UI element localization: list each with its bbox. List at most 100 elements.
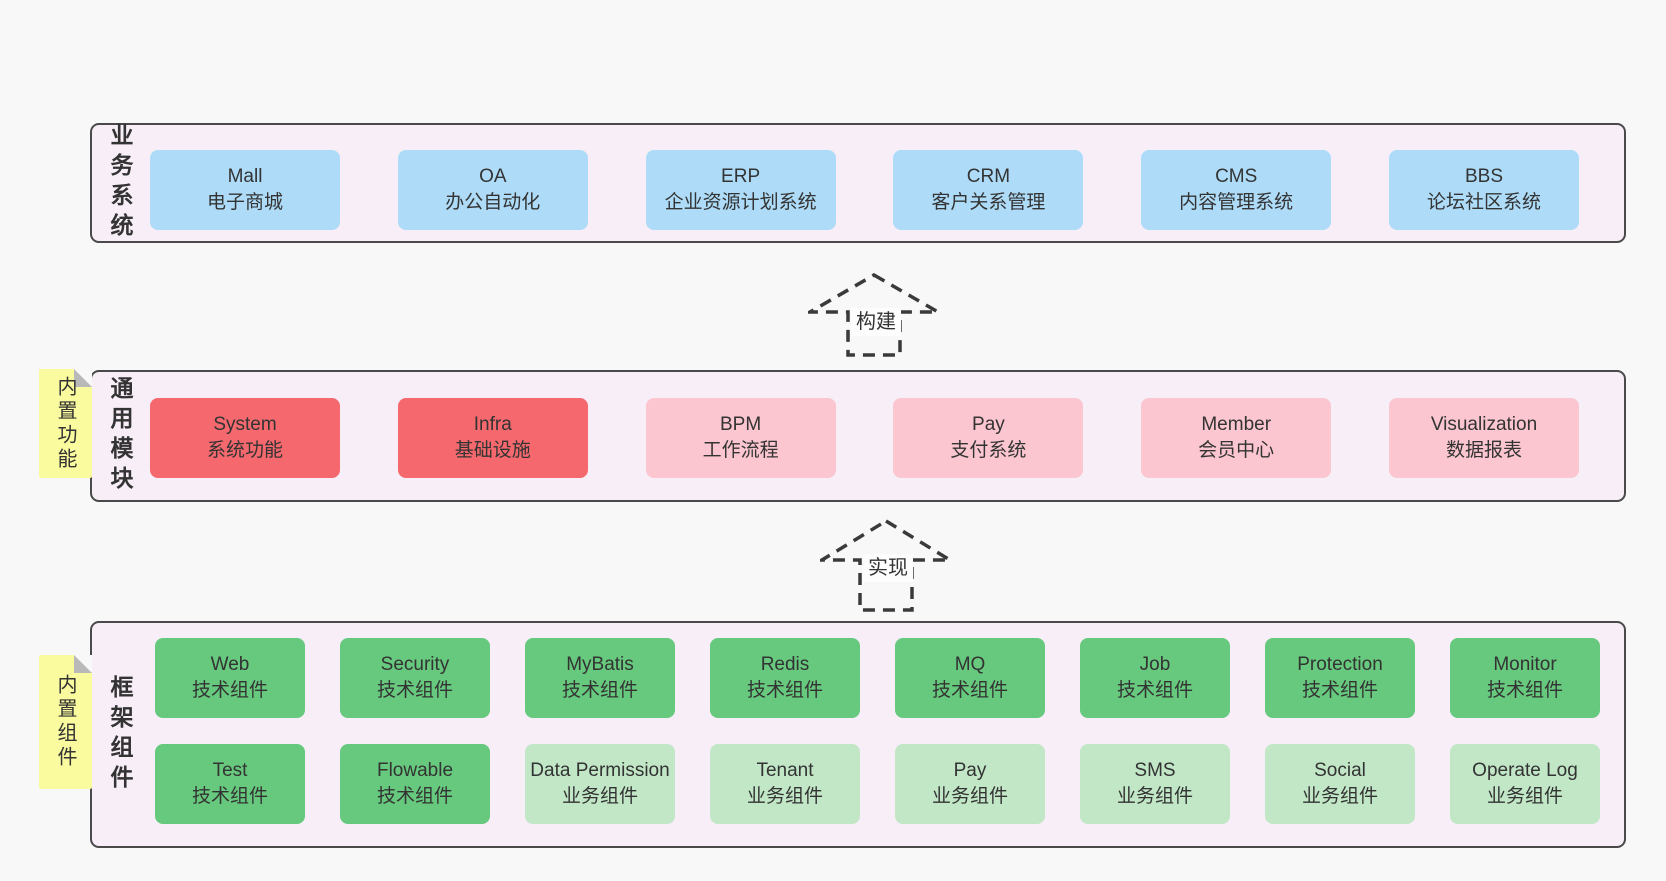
- box-operate-log: Operate Log 业务组件: [1450, 744, 1600, 824]
- box-subtitle: 支付系统: [950, 440, 1027, 461]
- panel-side-label: 框架组件: [107, 674, 133, 795]
- box-tenant: Tenant 业务组件: [710, 744, 860, 824]
- box-subtitle: 技术组件: [746, 680, 823, 701]
- box-protection: Protection 技术组件: [1265, 638, 1415, 718]
- box-system: System 系统功能: [150, 398, 340, 478]
- box-mall: Mall 电子商城: [150, 150, 340, 230]
- box-social: Social 业务组件: [1265, 744, 1415, 824]
- box-subtitle: 技术组件: [191, 680, 268, 701]
- box-title: CMS: [1215, 166, 1258, 187]
- box-title: SMS: [1134, 760, 1176, 781]
- box-subtitle: 电子商城: [206, 192, 283, 213]
- box-title: Web: [210, 654, 250, 675]
- box-title: ERP: [721, 166, 761, 187]
- box-title: System: [213, 414, 277, 435]
- box-subtitle: 办公自动化: [445, 192, 541, 213]
- box-subtitle: 技术组件: [191, 786, 268, 807]
- box-title: CRM: [966, 166, 1011, 187]
- box-subtitle: 企业资源计划系统: [664, 192, 817, 213]
- box-subtitle: 论坛社区系统: [1426, 192, 1541, 213]
- box-subtitle: 工作流程: [702, 440, 779, 461]
- box-title: Protection: [1297, 654, 1383, 675]
- box-subtitle: 技术组件: [561, 680, 638, 701]
- sticky-note-built-in-features: 内置功能: [39, 369, 92, 478]
- box-subtitle: 会员中心: [1198, 440, 1275, 461]
- box-subtitle: 数据报表: [1445, 440, 1522, 461]
- box-subtitle: 业务组件: [1301, 786, 1378, 807]
- box-subtitle: 基础设施: [454, 440, 531, 461]
- panel-business-systems: 业务系统 Mall 电子商城 OA 办公自动化 ERP 企业资源计划系统 CRM 客户关系管理…: [90, 123, 1626, 243]
- box-title: BPM: [720, 414, 762, 435]
- box-subtitle: 技术组件: [1486, 680, 1563, 701]
- box-title: OA: [479, 166, 507, 187]
- box-title: BBS: [1464, 166, 1503, 187]
- box-test: Test 技术组件: [155, 744, 305, 824]
- panel-side-label: 通用模块: [107, 376, 133, 496]
- box-subtitle: 技术组件: [1116, 680, 1193, 701]
- box-web: Web 技术组件: [155, 638, 305, 718]
- box-title: Mall: [227, 166, 263, 187]
- box-title: Flowable: [376, 760, 454, 781]
- box-title: Operate Log: [1472, 760, 1578, 781]
- box-subtitle: 业务组件: [931, 786, 1008, 807]
- box-title: Tenant: [756, 760, 814, 781]
- box-bbs: BBS 论坛社区系统: [1388, 150, 1579, 230]
- box-pay: Pay 业务组件: [895, 744, 1045, 824]
- box-title: Data Permission: [530, 760, 670, 781]
- box-subtitle: 业务组件: [1116, 786, 1193, 807]
- box-infra: Infra 基础设施: [397, 398, 588, 478]
- box-mq: MQ 技术组件: [895, 638, 1045, 718]
- box-row: Mall 电子商城 OA 办公自动化 ERP 企业资源计划系统 CRM 客户关系管理 CMS 内容…: [150, 150, 1579, 230]
- box-subtitle: 技术组件: [376, 786, 453, 807]
- box-subtitle: 系统功能: [206, 440, 283, 461]
- box-sms: SMS 业务组件: [1080, 744, 1230, 824]
- box-monitor: Monitor 技术组件: [1450, 638, 1600, 718]
- up-block-arrow-icon: [820, 518, 952, 612]
- box-visualization: Visualization 数据报表: [1388, 398, 1579, 478]
- box-job: Job 技术组件: [1080, 638, 1230, 718]
- panel-rows: Mall 电子商城 OA 办公自动化 ERP 企业资源计划系统 CRM 客户关系管理 CMS 内容…: [92, 125, 1624, 230]
- box-erp: ERP 企业资源计划系统: [645, 150, 836, 230]
- box-title: Infra: [473, 414, 512, 435]
- panel-side-label: 业务系统: [107, 123, 133, 243]
- box-crm: CRM 客户关系管理: [893, 150, 1084, 230]
- box-subtitle: 业务组件: [746, 786, 823, 807]
- box-title: Monitor: [1493, 654, 1557, 675]
- box-subtitle: 技术组件: [376, 680, 453, 701]
- box-subtitle: 技术组件: [1301, 680, 1378, 701]
- sticky-note-built-in-components: 内置组件: [39, 655, 92, 789]
- box-bpm: BPM 工作流程: [645, 398, 836, 478]
- box-title: Member: [1201, 414, 1272, 435]
- box-title: Test: [212, 760, 248, 781]
- box-flowable: Flowable 技术组件: [340, 744, 490, 824]
- box-title: Job: [1139, 654, 1171, 675]
- box-row: System 系统功能 Infra 基础设施 BPM 工作流程 Pay 支付系统 Member 会…: [150, 398, 1579, 478]
- box-title: Visualization: [1430, 414, 1538, 435]
- box-cms: CMS 内容管理系统: [1141, 150, 1332, 230]
- box-subtitle: 技术组件: [931, 680, 1008, 701]
- panel-rows: System 系统功能 Infra 基础设施 BPM 工作流程 Pay 支付系统 Member 会…: [92, 372, 1624, 478]
- sticky-note-label: 内置功能: [54, 375, 76, 472]
- arrow-label-implement: 实现: [863, 554, 913, 582]
- box-title: MQ: [954, 654, 986, 675]
- box-pay: Pay 支付系统: [893, 398, 1084, 478]
- up-block-arrow-icon: [808, 272, 940, 357]
- sticky-note-label: 内置组件: [54, 674, 76, 770]
- box-subtitle: 业务组件: [1486, 786, 1563, 807]
- panel-common-modules: 通用模块 System 系统功能 Infra 基础设施 BPM 工作流程 Pay 支付系统 Me…: [90, 370, 1626, 502]
- box-subtitle: 内容管理系统: [1179, 192, 1294, 213]
- box-title: Pay: [972, 414, 1005, 435]
- box-title: Pay: [953, 760, 987, 781]
- box-oa: OA 办公自动化: [397, 150, 588, 230]
- box-title: Security: [380, 654, 450, 675]
- box-title: Social: [1314, 760, 1366, 781]
- box-subtitle: 客户关系管理: [931, 192, 1046, 213]
